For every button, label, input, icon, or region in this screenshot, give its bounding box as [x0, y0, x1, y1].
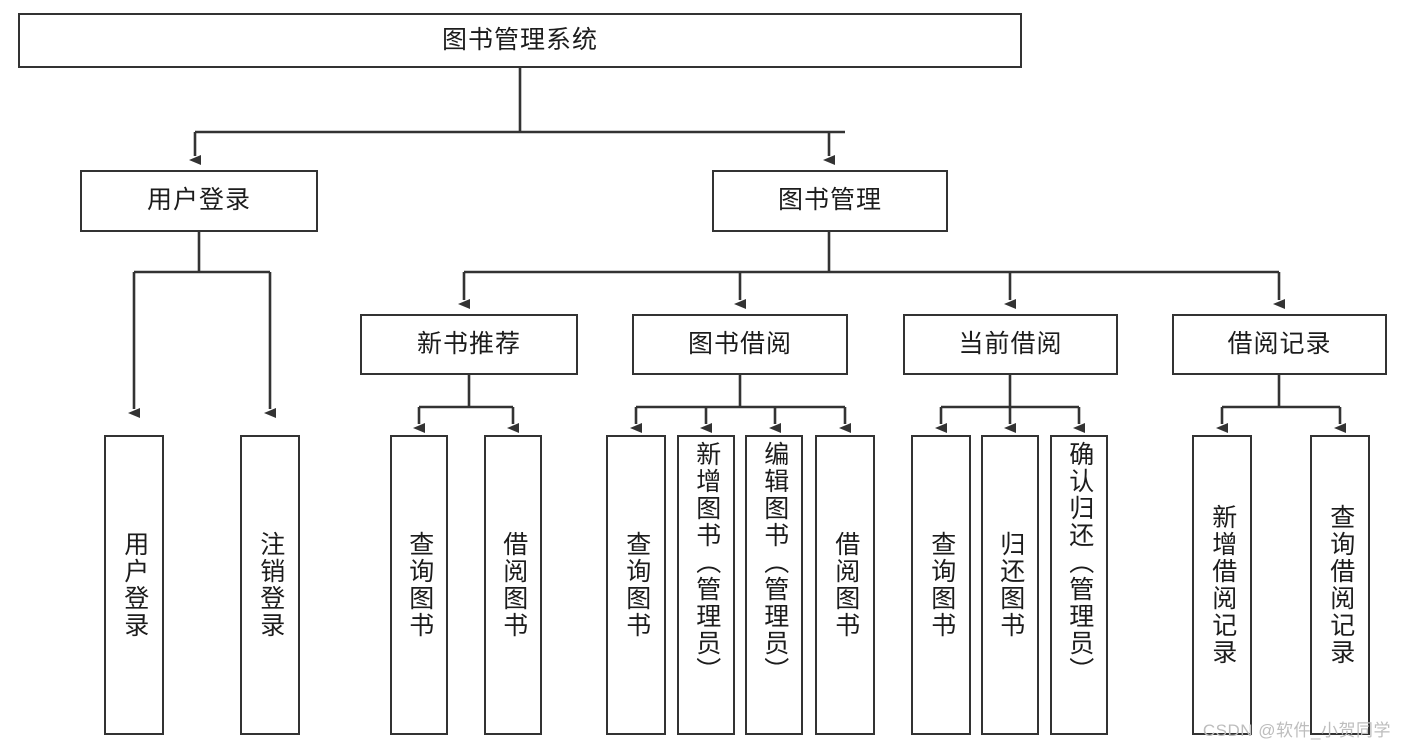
- node-leaf-borrow-book-2-label: 借阅图书: [831, 531, 860, 639]
- node-leaf-query-book-1-label: 查询图书: [405, 531, 434, 639]
- node-book-management[interactable]: 图书管理: [712, 170, 948, 232]
- node-leaf-user-login-label: 用户登录: [120, 531, 149, 639]
- node-leaf-query-record[interactable]: 查询借阅记录: [1310, 435, 1370, 735]
- node-borrow-record-label: 借阅记录: [1227, 329, 1332, 358]
- node-current-borrow-label: 当前借阅: [958, 329, 1063, 358]
- node-leaf-query-book-3[interactable]: 查询图书: [911, 435, 971, 735]
- node-leaf-user-login[interactable]: 用户登录: [104, 435, 164, 735]
- node-leaf-borrow-book-1[interactable]: 借阅图书: [484, 435, 542, 735]
- node-leaf-query-book-2-label: 查询图书: [622, 531, 651, 639]
- node-leaf-add-record[interactable]: 新增借阅记录: [1192, 435, 1252, 735]
- node-leaf-return-book[interactable]: 归还图书: [981, 435, 1039, 735]
- node-leaf-borrow-book-1-label: 借阅图书: [499, 531, 528, 639]
- node-book-management-label: 图书管理: [777, 186, 882, 215]
- node-root-system[interactable]: 图书管理系统: [18, 13, 1022, 68]
- node-leaf-add-book[interactable]: 新增图书（管理员）: [677, 435, 735, 735]
- node-user-login-label: 用户登录: [146, 186, 251, 215]
- node-book-borrow-label: 图书借阅: [687, 329, 792, 358]
- watermark-text: CSDN @软件_小贺同学: [1202, 721, 1391, 740]
- node-leaf-add-book-label: 新增图书（管理员）: [692, 441, 721, 684]
- node-leaf-query-book-2[interactable]: 查询图书: [606, 435, 666, 735]
- node-leaf-borrow-book-2[interactable]: 借阅图书: [815, 435, 875, 735]
- node-new-book-recommend[interactable]: 新书推荐: [360, 314, 578, 375]
- node-leaf-confirm-return[interactable]: 确认归还（管理员）: [1050, 435, 1108, 735]
- node-leaf-confirm-return-label: 确认归还（管理员）: [1065, 441, 1094, 684]
- node-user-login[interactable]: 用户登录: [80, 170, 318, 232]
- node-leaf-query-book-3-label: 查询图书: [927, 531, 956, 639]
- node-leaf-edit-book-label: 编辑图书（管理员）: [760, 441, 789, 684]
- node-leaf-add-record-label: 新增借阅记录: [1208, 504, 1237, 666]
- node-book-borrow[interactable]: 图书借阅: [632, 314, 848, 375]
- node-leaf-return-book-label: 归还图书: [996, 531, 1025, 639]
- node-current-borrow[interactable]: 当前借阅: [903, 314, 1118, 375]
- node-leaf-query-book-1[interactable]: 查询图书: [390, 435, 448, 735]
- node-leaf-logout-label: 注销登录: [256, 531, 285, 639]
- node-leaf-edit-book[interactable]: 编辑图书（管理员）: [745, 435, 803, 735]
- node-leaf-logout[interactable]: 注销登录: [240, 435, 300, 735]
- node-root-system-label: 图书管理系统: [441, 25, 598, 54]
- node-leaf-query-record-label: 查询借阅记录: [1326, 504, 1355, 666]
- node-new-book-recommend-label: 新书推荐: [416, 329, 521, 358]
- node-borrow-record[interactable]: 借阅记录: [1172, 314, 1387, 375]
